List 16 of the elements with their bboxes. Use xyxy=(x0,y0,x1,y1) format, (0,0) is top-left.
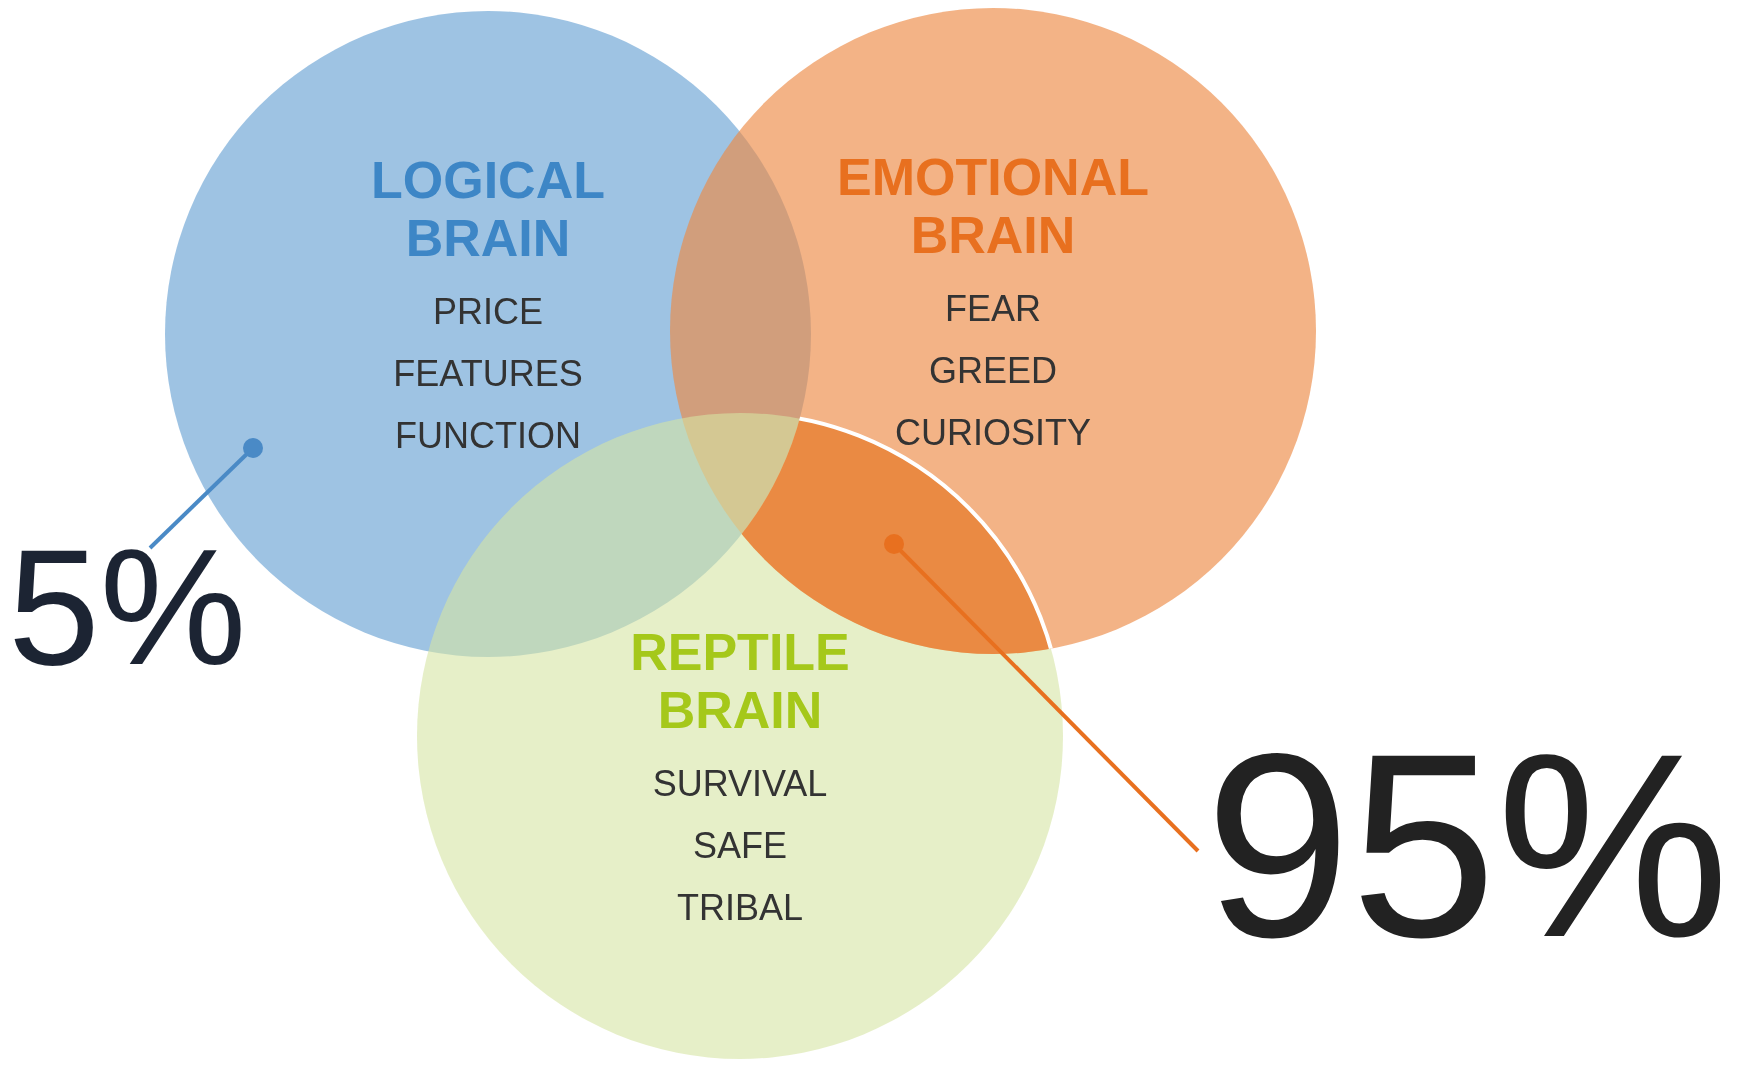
circle-heading: EMOTIONAL BRAIN xyxy=(836,148,1150,264)
circle-item: SAFE xyxy=(693,824,787,868)
circle-item: TRIBAL xyxy=(676,886,803,930)
circle-item: SURVIVAL xyxy=(652,762,828,806)
circle-item: FEAR xyxy=(945,287,1041,331)
leader-line xyxy=(148,438,263,550)
leader-line xyxy=(884,534,1200,853)
percentage-label: 5% xyxy=(8,525,247,690)
circle-heading: LOGICAL BRAIN xyxy=(370,151,606,267)
circle-item: PRICE xyxy=(433,290,543,334)
circle-item: GREED xyxy=(929,349,1057,393)
circle-item: CURIOSITY xyxy=(895,411,1091,455)
percentage-label: 95% xyxy=(1205,715,1730,977)
circle-heading: REPTILE BRAIN xyxy=(629,623,851,739)
circle-item: FUNCTION xyxy=(395,414,581,458)
circle-item: FEATURES xyxy=(393,352,583,396)
